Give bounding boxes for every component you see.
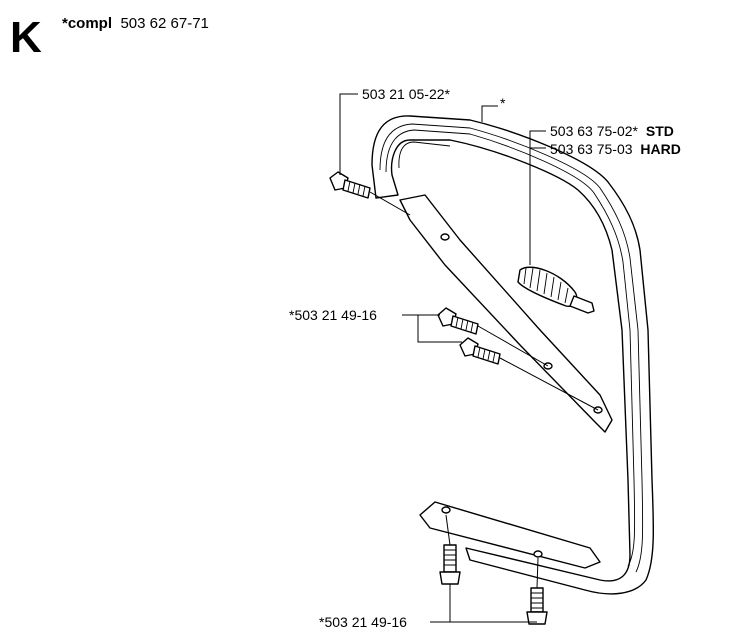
bolt-middle-upper: [437, 307, 479, 335]
damper-hard-suffix: HARD: [640, 141, 680, 157]
callout-handle-asterisk: *: [500, 95, 506, 111]
strut-hole: [440, 233, 450, 241]
bolt-bottom-left: [439, 544, 461, 585]
section-letter: K: [10, 13, 42, 62]
bolt-bottom-right: [526, 587, 548, 625]
callout-bolts-bottom: *503 21 49-16: [319, 614, 407, 630]
plate-hole: [441, 506, 451, 514]
damper-std-number: 503 63 75-02*: [550, 123, 639, 139]
damper-hard-number: 503 63 75-03: [550, 141, 633, 157]
damper-std-suffix: STD: [646, 123, 674, 139]
anti-vibration-damper: [517, 266, 595, 314]
compl-prefix: *compl: [62, 15, 112, 32]
bolt-middle-lower: [459, 337, 501, 365]
callout-bolt-top: 503 21 05-22*: [362, 86, 451, 102]
handle-strut: [399, 194, 613, 433]
callout-damper-std: 503 63 75-02* STD: [550, 123, 674, 139]
compl-number: 503 62 67-71: [120, 15, 208, 32]
bolt-top: [329, 171, 371, 199]
handle-bar: [371, 115, 655, 595]
mounting-plate: [419, 501, 601, 569]
callout-damper-hard: 503 63 75-03 HARD: [550, 141, 681, 157]
callout-bolts-middle: *503 21 49-16: [289, 307, 377, 323]
leader-lines: [339, 93, 599, 623]
plate-hole: [533, 550, 543, 558]
compl-label: *compl 503 62 67-71: [62, 15, 209, 32]
